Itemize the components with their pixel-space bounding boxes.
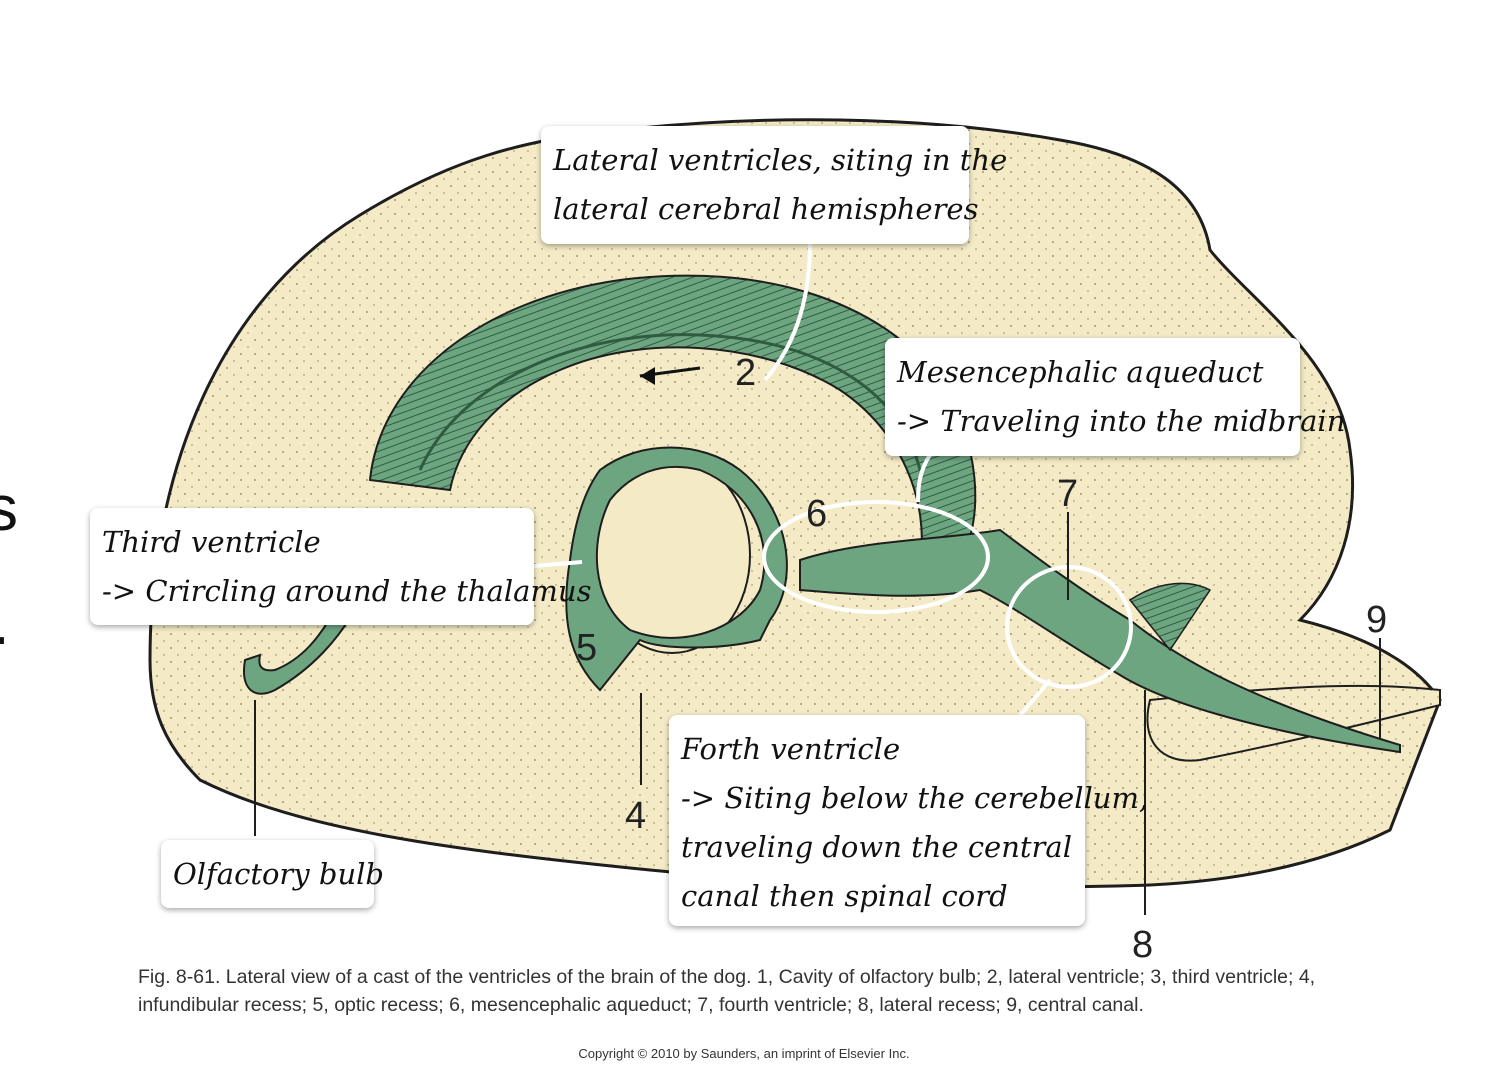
figure-caption: Fig. 8-61. Lateral view of a cast of the…	[138, 966, 1316, 1016]
num-2: 2	[735, 352, 756, 394]
num-6: 6	[806, 493, 827, 535]
callout-line: -> Siting below the cerebellum,	[681, 781, 1149, 815]
aqueduct-highlight	[762, 500, 990, 614]
callout-line: traveling down the central	[681, 830, 1072, 864]
callout-line: Mesencephalic aqueduct	[897, 355, 1264, 389]
callout-olfactory-bulb: Olfactory bulb	[161, 840, 384, 908]
callout-line: canal then spinal cord	[681, 879, 1008, 913]
connector-lateral	[763, 242, 812, 382]
callout-mesencephalic-aqueduct: Mesencephalic aqueduct -> Traveling into…	[885, 338, 1346, 456]
num-9: 9	[1366, 599, 1387, 641]
callout-line: Third ventricle	[102, 525, 321, 559]
callout-lateral-ventricles: Lateral ventricles, siting in the latera…	[541, 126, 1008, 244]
connector-mesencephalic	[916, 453, 932, 503]
callout-fourth-ventricle: Forth ventricle -> Siting below the cere…	[669, 715, 1149, 926]
callout-third-ventricle: Third ventricle -> Crircling around the …	[90, 508, 592, 625]
callout-line: Forth ventricle	[681, 732, 901, 766]
third-ventricle	[565, 446, 788, 692]
callout-line: lateral cerebral hemispheres	[553, 192, 979, 226]
num-7: 7	[1057, 473, 1078, 515]
aqueduct-canal	[799, 528, 1401, 754]
callout-line: Lateral ventricles, siting in the	[553, 143, 1008, 177]
connector-third	[533, 560, 583, 568]
connector-fourth	[1016, 678, 1052, 720]
callout-line: Olfactory bulb	[173, 857, 384, 891]
copyright-notice: Copyright © 2010 by Saunders, an imprint…	[578, 1046, 910, 1061]
callout-line: -> Crircling around the thalamus	[102, 574, 592, 608]
num-5: 5	[576, 627, 597, 669]
arrow-lateral-head	[640, 367, 655, 385]
edge-glyph-dot: .	[0, 590, 10, 654]
brain-outline	[148, 118, 1442, 889]
lateral-ventricle-inner	[418, 333, 922, 471]
callout-line: -> Traveling into the midbrain	[897, 404, 1346, 438]
num-4: 4	[625, 795, 646, 837]
edge-glyph-s: s	[0, 472, 18, 544]
num-8: 8	[1132, 924, 1153, 966]
fourth-ventricle-fan	[1128, 582, 1212, 652]
